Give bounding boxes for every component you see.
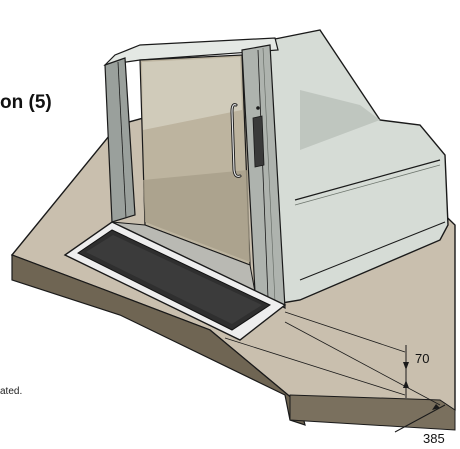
dim-70-arrow-top bbox=[403, 362, 409, 370]
dim-385-arrow bbox=[432, 404, 440, 410]
dim-extension-line-3 bbox=[284, 321, 441, 406]
page-heading: on (5) bbox=[0, 92, 52, 113]
glass-reflection bbox=[142, 57, 242, 130]
right-frame-line-1 bbox=[257, 49, 269, 299]
left-frame-line bbox=[117, 61, 127, 219]
right-frame-line-2 bbox=[262, 47, 276, 303]
dim-extension-line-1 bbox=[284, 311, 406, 353]
wall-panel-seam-2 bbox=[294, 164, 441, 206]
dim-extension-line-2 bbox=[224, 337, 406, 396]
lock-plate bbox=[252, 115, 265, 168]
wall-panel-seam-3 bbox=[299, 221, 446, 281]
glass-lower bbox=[143, 170, 250, 262]
door-handle-highlight bbox=[231, 104, 241, 177]
right-wall-shade bbox=[300, 90, 380, 150]
dimension-depth-label: 385 bbox=[423, 431, 445, 446]
floor-slab-edge-lower bbox=[289, 394, 456, 431]
dim-70-arrow-bottom bbox=[403, 380, 409, 388]
entrance-mat-texture bbox=[86, 235, 262, 324]
wall-panel-seam-1 bbox=[294, 159, 441, 201]
floor-slab-edge bbox=[11, 254, 306, 426]
footnote-text: ated. bbox=[0, 386, 23, 397]
lock-dot bbox=[256, 106, 260, 110]
dimension-height-label: 70 bbox=[415, 351, 430, 366]
dim-385-line bbox=[394, 404, 446, 433]
left-door-frame bbox=[104, 57, 136, 223]
